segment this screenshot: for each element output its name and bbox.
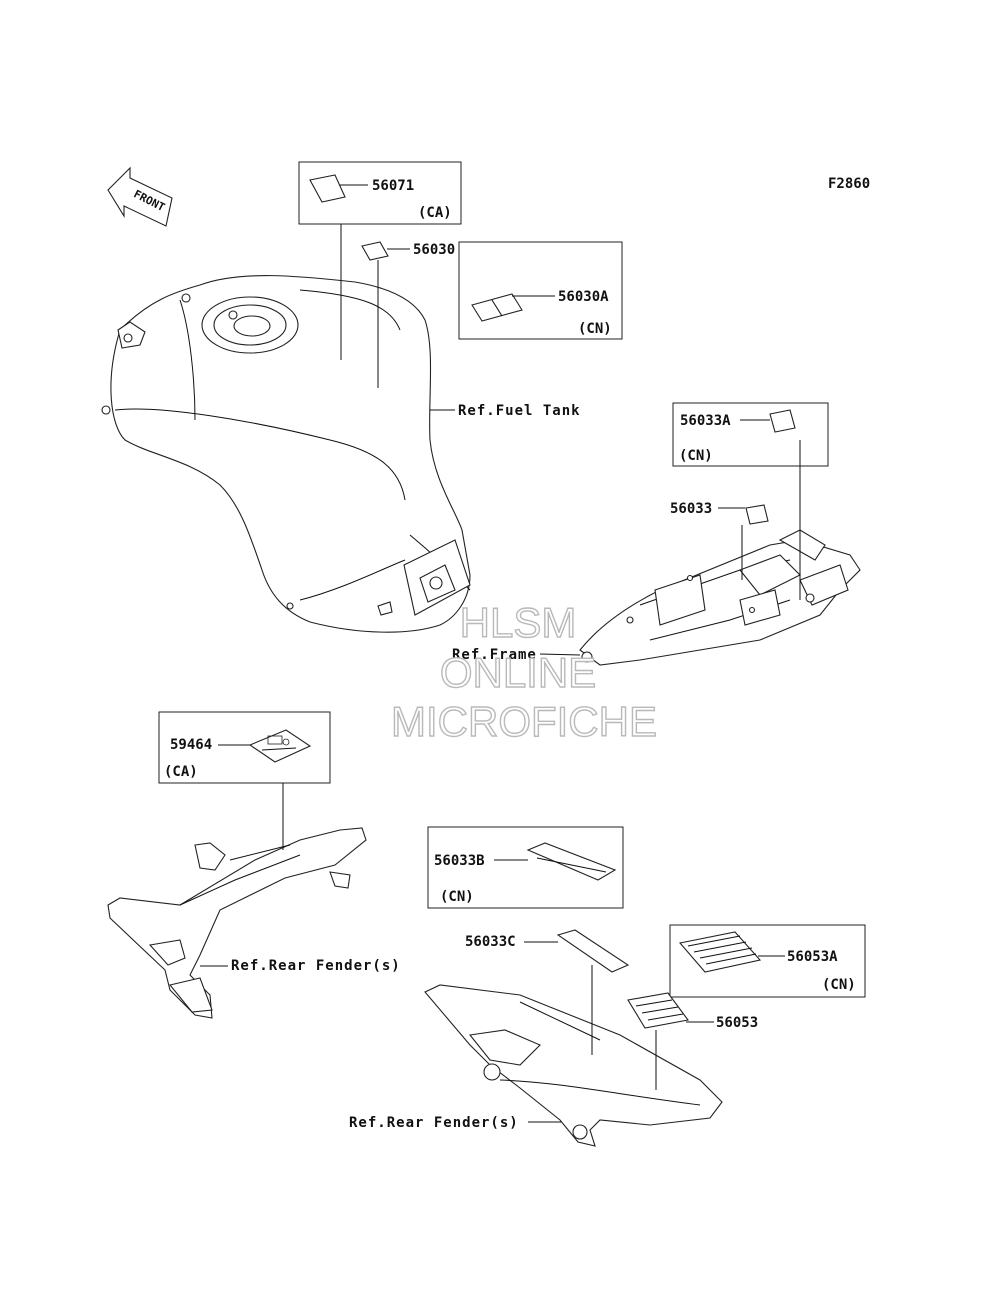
watermark-line-2: ONLINE	[440, 649, 596, 696]
rear-fender-left-illustration	[107, 827, 367, 1019]
watermark-line-1: HLSM	[460, 599, 577, 646]
part-number: 56053A	[787, 949, 838, 965]
part-number: 59464	[170, 737, 212, 753]
ref-rear-fender-2: Ref.Rear Fender(s)	[349, 1115, 562, 1131]
ref-frame: Ref.Frame	[452, 647, 581, 663]
part-number: 56030A	[558, 289, 609, 305]
part-56033-callout[interactable]: 56033	[670, 501, 769, 580]
part-number: 56033A	[680, 413, 731, 429]
part-56033C-callout[interactable]: 56033C	[465, 929, 630, 1055]
part-56053-callout[interactable]: 56053	[627, 992, 758, 1090]
ref-label: Ref.Rear Fender(s)	[231, 958, 401, 974]
ref-label: Ref.Fuel Tank	[458, 403, 581, 419]
market-code: (CN)	[822, 977, 856, 993]
part-number: 56053	[716, 1015, 758, 1031]
part-number: 56030	[413, 242, 455, 258]
part-56030-callout[interactable]: 56030	[361, 241, 455, 388]
figure-code: F2860	[828, 176, 870, 192]
rear-frame-illustration	[579, 529, 861, 666]
market-code: (CN)	[440, 889, 474, 905]
watermark: HLSM ONLINE MICROFICHE	[390, 598, 657, 745]
part-56033B-callout[interactable]: 56033B (CN)	[427, 826, 624, 909]
ref-fuel-tank: Ref.Fuel Tank	[430, 403, 581, 419]
ref-label: Ref.Frame	[452, 647, 537, 663]
front-arrow-icon: FRONT	[107, 166, 173, 227]
market-code: (CN)	[679, 448, 713, 464]
market-code: (CA)	[418, 205, 452, 221]
part-56053A-callout[interactable]: 56053A (CN)	[669, 924, 866, 998]
part-number: 56033B	[434, 853, 485, 869]
part-number: 56033C	[465, 934, 516, 950]
chain-guard-illustration	[424, 984, 723, 1147]
ref-rear-fender-1: Ref.Rear Fender(s)	[200, 958, 401, 974]
part-59464-callout[interactable]: 59464 (CA)	[158, 711, 331, 850]
market-code: (CA)	[164, 764, 198, 780]
market-code: (CN)	[578, 321, 612, 337]
ref-label: Ref.Rear Fender(s)	[349, 1115, 519, 1131]
part-number: 56033	[670, 501, 712, 517]
watermark-line-3: MICROFICHE	[391, 698, 657, 745]
part-56030A-callout[interactable]: 56030A (CN)	[458, 241, 623, 340]
fuel-tank-illustration	[101, 275, 471, 633]
part-56071-callout[interactable]: 56071 (CA)	[298, 161, 462, 360]
part-56033A-callout[interactable]: 56033A (CN)	[672, 402, 829, 600]
part-number: 56071	[372, 178, 414, 194]
